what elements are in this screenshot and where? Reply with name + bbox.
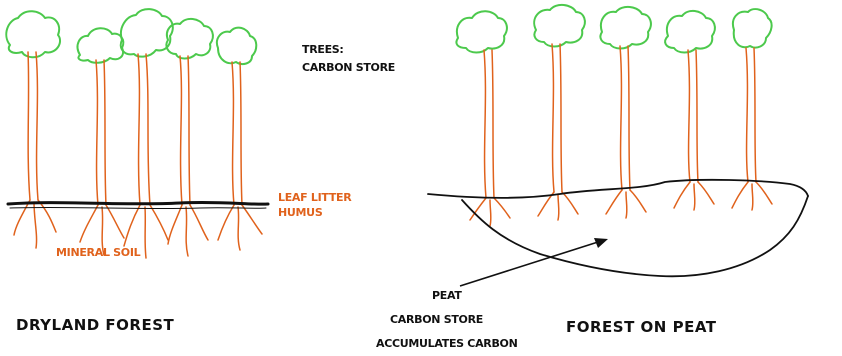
dryland-ground-line: [8, 202, 268, 204]
label-peat: PEAT: [432, 290, 462, 302]
peat-canopy-2: [534, 5, 585, 47]
label-dryland-forest: DRYLAND FOREST: [16, 318, 174, 334]
peat-deposit-outline: [462, 196, 808, 276]
peat-trunk-3: [620, 46, 630, 190]
label-trees-carbon-store: CARBON STORE: [302, 62, 395, 74]
dryland-forest-panel: [6, 9, 268, 258]
label-accumulates-carbon: ACCUMULATES CARBON: [376, 338, 518, 350]
peat-trunk-4: [688, 50, 698, 182]
label-leaf-litter: LEAF LITTER: [278, 192, 351, 204]
peat-trunk-5: [746, 48, 756, 182]
dryland-canopy-1: [6, 11, 60, 57]
dryland-canopy-5: [217, 28, 256, 64]
peat-canopy-5: [733, 9, 772, 47]
dryland-trunks: [28, 52, 242, 205]
peat-trunks: [484, 44, 756, 198]
peat-trunk-1: [484, 50, 494, 198]
label-forest-on-peat: FOREST ON PEAT: [566, 320, 717, 336]
dryland-trunk-2: [96, 60, 106, 205]
dryland-canopies: [6, 9, 256, 64]
dryland-trunk-1: [28, 52, 38, 200]
dryland-trunk-4: [180, 56, 190, 205]
peat-trunk-2: [552, 44, 562, 192]
label-trees: TREES:: [302, 44, 344, 56]
peat-arrow: [460, 238, 608, 286]
peat-canopy-4: [665, 11, 715, 53]
peat-canopy-1: [456, 11, 506, 52]
dryland-canopy-2: [78, 28, 124, 63]
dryland-canopy-3: [121, 9, 173, 57]
dryland-trunk-3: [138, 54, 150, 205]
peat-canopy-3: [600, 7, 650, 49]
dryland-trunk-5: [232, 62, 242, 205]
label-humus: HUMUS: [278, 207, 322, 219]
label-peat-carbon-store: CARBON STORE: [390, 314, 483, 326]
dryland-canopy-4: [166, 19, 212, 59]
label-mineral-soil: MINERAL SOIL: [56, 247, 140, 259]
peat-forest-panel: [428, 5, 808, 286]
peat-canopies: [456, 5, 771, 53]
